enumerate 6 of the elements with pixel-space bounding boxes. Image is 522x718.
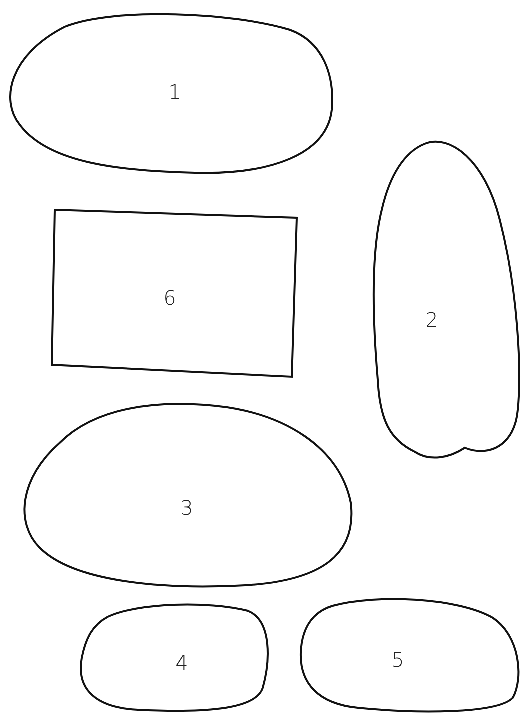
shape-number: 5 xyxy=(392,650,404,670)
shape-number: 6 xyxy=(164,288,176,308)
shape-number: 2 xyxy=(426,310,438,330)
shape-number: 3 xyxy=(180,498,194,518)
shape-number: 1 xyxy=(168,82,182,102)
shape-number: 4 xyxy=(176,653,188,673)
